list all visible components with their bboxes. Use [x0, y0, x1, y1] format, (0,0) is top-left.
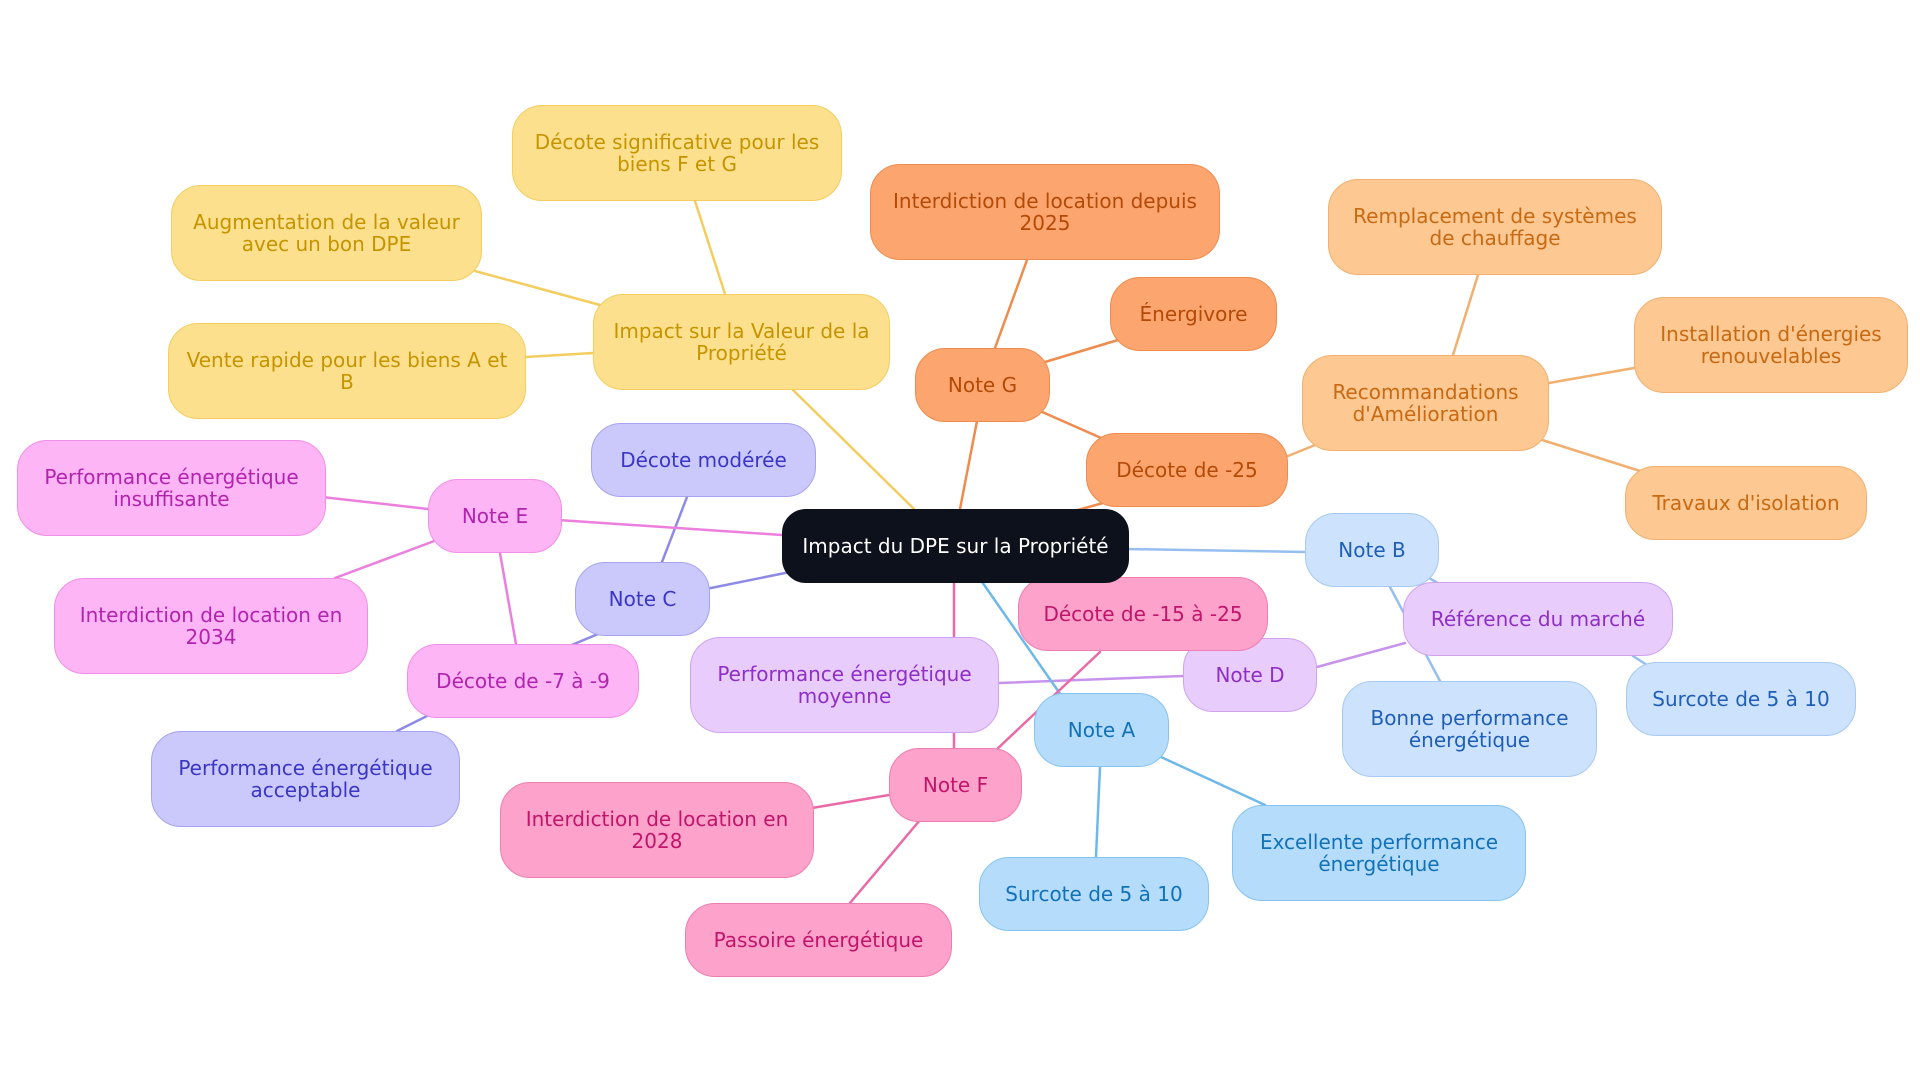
- node-interdiction-2034[interactable]: Interdiction de location en 2034: [54, 578, 368, 674]
- node-renouvelables[interactable]: Installation d'énergies renouvelables: [1634, 297, 1908, 393]
- connector-orange-4: [958, 419, 979, 511]
- node-surcote-b[interactable]: Surcote de 5 à 10: [1626, 662, 1856, 736]
- connector-rose-32: [810, 793, 891, 810]
- connector-lavender-13: [704, 570, 792, 591]
- node-augmentation-valeur[interactable]: Augmentation de la valeur avec un bon DP…: [171, 185, 482, 281]
- node-surcote-a[interactable]: Surcote de 5 à 10: [979, 857, 1209, 931]
- node-note-d[interactable]: Note D: [1183, 638, 1317, 712]
- connector-light_purple-25: [997, 674, 1185, 685]
- node-recommandations[interactable]: Recommandations d'Amélioration: [1302, 355, 1549, 451]
- connector-orange-5: [993, 258, 1029, 350]
- node-isolation[interactable]: Travaux d'isolation: [1625, 466, 1867, 540]
- node-note-b[interactable]: Note B: [1305, 513, 1439, 587]
- connector-peach-10: [1451, 273, 1480, 357]
- connector-yellow-3: [524, 351, 595, 359]
- node-energivore[interactable]: Énergivore: [1110, 277, 1277, 351]
- node-decote-15-25[interactable]: Décote de -15 à -25: [1018, 577, 1268, 651]
- node-interdiction-2028[interactable]: Interdiction de location en 2028: [500, 782, 814, 878]
- connector-pink-18: [320, 495, 430, 511]
- node-note-e[interactable]: Note E: [428, 479, 562, 553]
- node-decote-25[interactable]: Décote de -25: [1086, 433, 1288, 507]
- node-note-g[interactable]: Note G: [915, 348, 1050, 422]
- node-note-a[interactable]: Note A: [1034, 693, 1169, 767]
- connector-rose-33: [848, 818, 922, 905]
- connector-light_purple-26: [1315, 641, 1407, 669]
- node-perf-insuffisante[interactable]: Performance énergétique insuffisante: [17, 440, 326, 536]
- node-decote-significative[interactable]: Décote significative pour les biens F et…: [512, 105, 842, 201]
- node-decote-moderee[interactable]: Décote modérée: [591, 423, 816, 497]
- node-vente-rapide[interactable]: Vente rapide pour les biens A et B: [168, 323, 526, 419]
- connector-peach-12: [1534, 436, 1642, 473]
- root-node[interactable]: Impact du DPE sur la Propriété: [782, 509, 1129, 583]
- connector-yellow-2: [473, 269, 602, 307]
- node-excellente-perf[interactable]: Excellente performance énergétique: [1232, 805, 1526, 901]
- node-decote-7-9[interactable]: Décote de -7 à -9: [407, 644, 639, 718]
- connector-orange-8: [1076, 501, 1105, 512]
- connector-orange-6: [1043, 338, 1120, 364]
- node-perf-acceptable[interactable]: Performance énergétique acceptable: [151, 731, 460, 827]
- connector-pink-17: [556, 518, 784, 537]
- node-note-f[interactable]: Note F: [889, 748, 1022, 822]
- node-reference-marche[interactable]: Référence du marché: [1403, 582, 1673, 656]
- connector-pink-19: [333, 538, 439, 580]
- connector-peach-11: [1547, 366, 1636, 385]
- connector-pink-20: [498, 551, 518, 646]
- node-passoire[interactable]: Passoire énergétique: [685, 903, 952, 977]
- node-perf-moyenne[interactable]: Performance énergétique moyenne: [690, 637, 999, 733]
- connector-yellow-1: [693, 199, 727, 296]
- connector-orange-7: [1038, 409, 1110, 443]
- connector-yellow-0: [791, 388, 917, 512]
- node-valeur-propriete[interactable]: Impact sur la Valeur de la Propriété: [593, 294, 890, 390]
- connector-sky-28: [1094, 765, 1102, 859]
- node-interdiction-2025[interactable]: Interdiction de location depuis 2025: [870, 164, 1220, 260]
- connector-sky-27: [978, 577, 1065, 700]
- node-bonne-perf[interactable]: Bonne performance énergétique: [1342, 681, 1597, 777]
- node-chauffage[interactable]: Remplacement de systèmes de chauffage: [1328, 179, 1662, 275]
- connector-sky-29: [1159, 755, 1267, 807]
- connector-light_blue-21: [1123, 547, 1307, 554]
- node-note-c[interactable]: Note C: [575, 562, 710, 636]
- connector-lavender-14: [660, 495, 689, 564]
